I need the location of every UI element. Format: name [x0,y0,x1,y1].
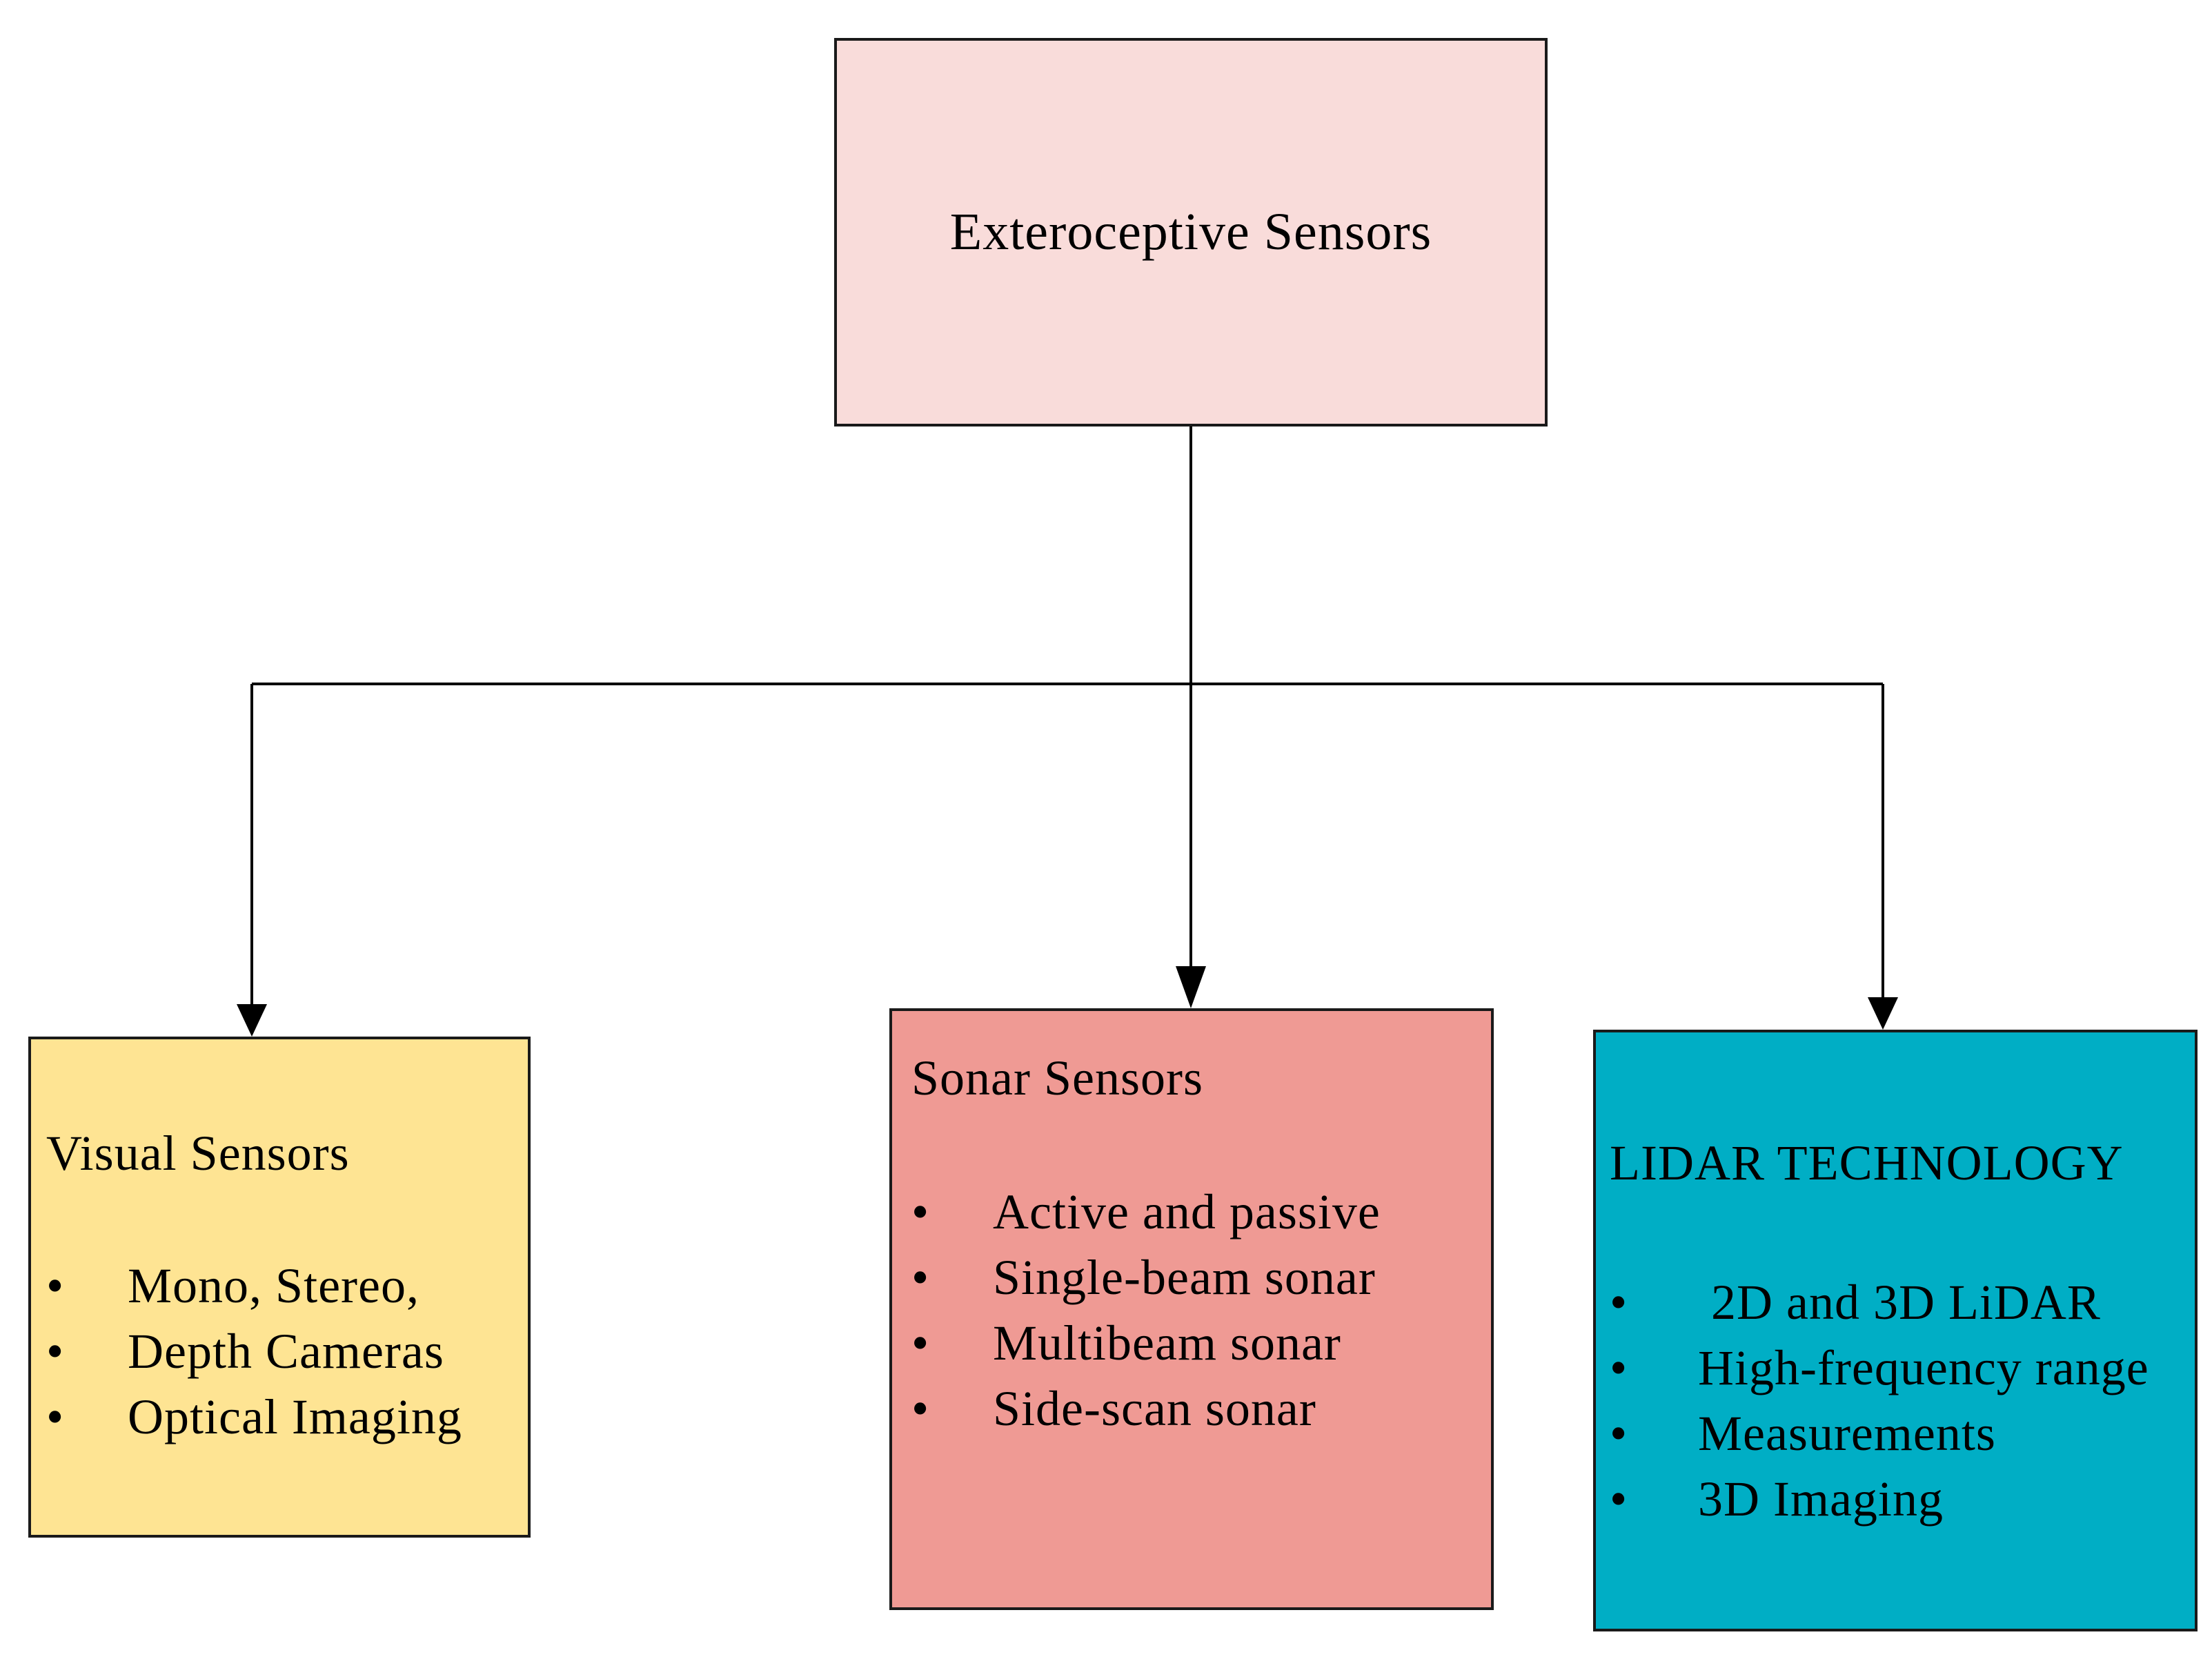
bullet-icon: • [1610,1340,1628,1395]
visual-sensors-list: •Mono, Stereo, •Depth Cameras •Optical I… [46,1253,462,1450]
arrowhead-visual [237,1004,267,1037]
list-item: • 2D and 3D LiDAR [1610,1270,2149,1335]
bullet-icon: • [1610,1275,1628,1330]
bullet-icon: • [46,1258,65,1313]
list-item: •Multibeam sonar [911,1311,1381,1376]
list-item: •Depth Cameras [46,1319,462,1384]
visual-sensors-box: Visual Sensors •Mono, Stereo, •Depth Cam… [28,1037,531,1538]
sonar-sensors-list: •Active and passive •Single-beam sonar •… [911,1179,1381,1442]
list-item: •Single-beam sonar [911,1245,1381,1311]
sonar-sensors-title: Sonar Sensors [911,1050,1203,1106]
bullet-icon: • [1610,1471,1628,1527]
arrowhead-lidar [1868,997,1898,1030]
root-node-box: Exteroceptive Sensors [834,38,1548,426]
bullet-icon: • [911,1315,930,1371]
list-item: •Side-scan sonar [911,1376,1381,1442]
visual-sensors-title: Visual Sensors [46,1126,350,1181]
arrowhead-sonar [1176,966,1206,1008]
bullet-icon: • [46,1324,65,1379]
list-item: •High-frequency range [1610,1335,2149,1401]
list-item: •Mono, Stereo, [46,1253,462,1319]
bullet-icon: • [46,1389,65,1444]
list-item: •Measurements [1610,1401,2149,1467]
lidar-technology-list: • 2D and 3D LiDAR •High-frequency range … [1610,1270,2149,1532]
list-item: •Optical Imaging [46,1384,462,1450]
root-node-label: Exteroceptive Sensors [949,203,1432,261]
bullet-icon: • [911,1250,930,1305]
bullet-icon: • [1610,1406,1628,1461]
sonar-sensors-box: Sonar Sensors •Active and passive •Singl… [889,1008,1494,1610]
lidar-technology-box: LIDAR TECHNOLOGY • 2D and 3D LiDAR •High… [1593,1030,2198,1631]
lidar-technology-title: LIDAR TECHNOLOGY [1610,1135,2124,1190]
list-item: •3D Imaging [1610,1467,2149,1532]
bullet-icon: • [911,1184,930,1239]
bullet-icon: • [911,1381,930,1436]
list-item: •Active and passive [911,1179,1381,1245]
